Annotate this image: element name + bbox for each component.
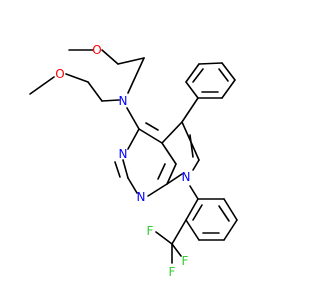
bond-o-ch2-lower xyxy=(65,73,89,83)
bond-c6-n7 xyxy=(192,159,200,171)
bond-c5-c6-double xyxy=(189,134,194,158)
bond-ar-6-double xyxy=(192,204,203,221)
bond-ph-1 xyxy=(185,81,199,99)
structure-svg: O O N N N N F F F xyxy=(0,0,300,300)
bond-o-ch2-upper xyxy=(101,49,119,65)
bond-c7a-c4a-double xyxy=(157,163,166,180)
bond-ar-6 xyxy=(185,198,199,221)
bond-c4-double xyxy=(145,122,159,131)
fluorine-left-label: F xyxy=(147,224,154,238)
fluorine-bottom-label: F xyxy=(169,265,176,279)
pyrimidine-n1-label: N xyxy=(137,190,146,204)
bond-ar-2 xyxy=(223,198,238,221)
bond-n1-c7a xyxy=(147,183,168,197)
bond-c4-c4-ring xyxy=(138,128,163,144)
bond-c-f-right xyxy=(171,243,182,257)
bond-ph-5 xyxy=(221,79,236,99)
bonds xyxy=(29,49,238,264)
bond-n-c4 xyxy=(126,107,140,130)
bond-ph-4 xyxy=(221,62,236,81)
bond-ch2-ch2-lower xyxy=(87,81,103,102)
bond-ar-cf3 xyxy=(171,219,187,245)
bond-ph-4-double xyxy=(218,68,229,82)
bond-ch3-o-lower xyxy=(29,76,55,95)
bond-n3-c2-double xyxy=(114,161,121,178)
background xyxy=(0,0,300,300)
atom-labels: O O N N N N F F F xyxy=(55,43,190,279)
bond-ar-3 xyxy=(223,219,238,241)
fluorine-right-label: F xyxy=(182,254,189,268)
bond-n7-aryl xyxy=(189,185,199,200)
bond-n7-c7a xyxy=(166,173,183,185)
bond-c4a-c5 xyxy=(161,121,183,144)
bond-c5-phenyl xyxy=(181,97,199,123)
bond-ar-5 xyxy=(185,219,200,241)
oxygen-lower-label: O xyxy=(55,67,64,81)
amine-nitrogen-label: N xyxy=(119,94,128,108)
pyrimidine-n3-label: N xyxy=(119,147,128,161)
bond-c4-n3 xyxy=(127,128,140,150)
bond-c7a-c4a xyxy=(166,163,177,185)
bond-ph-2 xyxy=(185,63,200,83)
bond-ch2-n-upper xyxy=(127,57,145,94)
bond-c4a-c4 xyxy=(161,142,177,165)
molecule-diagram: O O N N N N F F F xyxy=(0,0,300,300)
bond-ch2-n-lower xyxy=(101,99,120,102)
bond-ph-2-double xyxy=(192,68,204,83)
bond-c-f-left xyxy=(155,231,173,245)
bond-ar-2-double xyxy=(218,205,230,222)
pyrrole-n7-label: N xyxy=(182,170,191,184)
oxygen-upper-label: O xyxy=(92,43,101,57)
bond-ch2-ch2-upper xyxy=(117,57,145,65)
bond-c2-n1 xyxy=(127,177,138,194)
bond-n3-c2 xyxy=(122,159,129,179)
bond-ph-3 xyxy=(198,62,223,65)
